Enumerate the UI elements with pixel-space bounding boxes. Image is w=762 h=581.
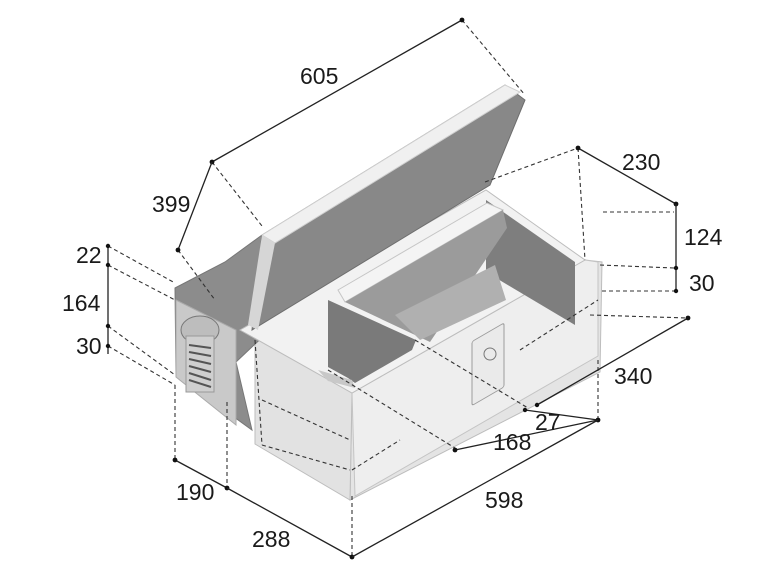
fridge-body bbox=[174, 189, 603, 501]
dashed-guides bbox=[107, 19, 689, 556]
label-bin-length: 340 bbox=[614, 363, 652, 389]
inner-floor bbox=[395, 265, 506, 340]
label-lid-length: 605 bbox=[300, 63, 338, 89]
label-total-depth: 288 bbox=[252, 526, 290, 552]
lid-side-edge bbox=[248, 235, 275, 330]
inner-small-floor bbox=[318, 370, 355, 388]
label-total-length: 598 bbox=[485, 487, 523, 513]
dimension-lines bbox=[105, 17, 691, 560]
label-bin-height: 124 bbox=[684, 224, 723, 250]
dimension-labels: 605 399 22 164 30 230 124 30 340 27 168 … bbox=[62, 63, 723, 552]
inner-partition-face bbox=[345, 210, 507, 342]
label-bin-base: 30 bbox=[689, 270, 715, 296]
label-side-top: 22 bbox=[76, 242, 102, 268]
label-lid-depth: 399 bbox=[152, 191, 190, 217]
inner-back-wall bbox=[486, 200, 575, 325]
label-inner-length: 168 bbox=[493, 429, 531, 455]
label-side-bottom: 30 bbox=[76, 333, 102, 359]
inner-left-wall-a bbox=[328, 300, 416, 383]
label-bin-width: 230 bbox=[622, 149, 660, 175]
control-panel-icon bbox=[471, 323, 505, 406]
label-compressor-depth: 190 bbox=[176, 479, 214, 505]
lid bbox=[248, 84, 526, 331]
compressor-grille-icon bbox=[180, 315, 220, 393]
label-gap: 27 bbox=[535, 409, 561, 435]
label-side-middle: 164 bbox=[62, 290, 101, 316]
